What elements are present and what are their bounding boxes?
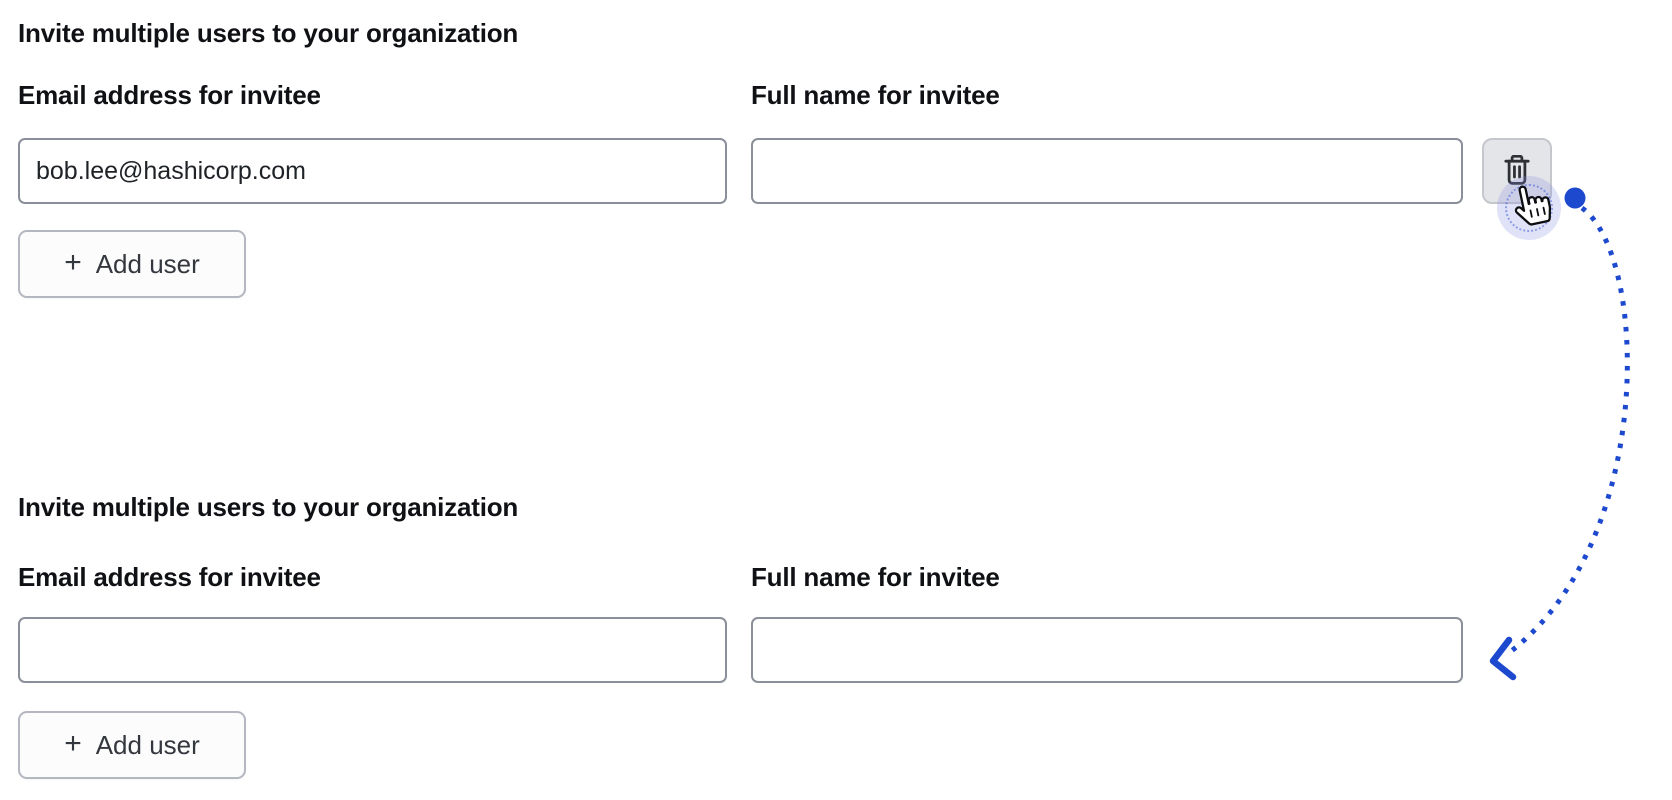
page-title: Invite multiple users to your organizati… — [18, 18, 519, 48]
add-user-button[interactable]: + Add user — [18, 711, 246, 779]
full-name-input[interactable] — [751, 138, 1463, 204]
email-input[interactable] — [18, 617, 727, 683]
plus-icon: + — [64, 727, 82, 760]
page-title: Invite multiple users to your organizati… — [18, 492, 519, 522]
add-user-label: Add user — [95, 248, 200, 279]
delete-row-button[interactable] — [1482, 138, 1552, 204]
add-user-button[interactable]: + Add user — [18, 230, 246, 298]
annotation-start-dot — [1564, 187, 1586, 209]
annotation-dotted-curve — [1508, 205, 1630, 654]
email-label: Email address for invitee — [18, 80, 321, 110]
email-input[interactable] — [18, 138, 727, 204]
full-name-label: Full name for invitee — [751, 80, 1000, 110]
trash-icon — [1502, 155, 1532, 187]
email-label: Email address for invitee — [18, 562, 321, 592]
annotation-arrowhead — [1489, 636, 1517, 681]
full-name-input[interactable] — [751, 617, 1463, 683]
full-name-label: Full name for invitee — [751, 562, 1000, 592]
add-user-label: Add user — [95, 729, 200, 760]
plus-icon: + — [64, 246, 82, 279]
